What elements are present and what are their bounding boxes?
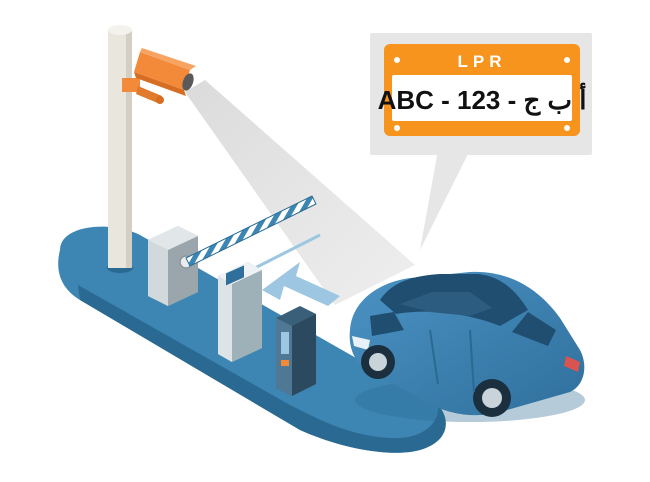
plate-screw	[394, 57, 400, 63]
camera-pole	[107, 25, 133, 273]
license-plate: LPR ABC - 123 - أ ب ج	[378, 44, 587, 136]
car-icon	[350, 272, 585, 422]
plate-screw	[564, 57, 570, 63]
ticket-kiosk	[218, 262, 262, 362]
surveillance-camera-icon	[122, 48, 196, 104]
plate-number: ABC - 123 - أ ب ج	[378, 82, 587, 116]
plate-header: LPR	[458, 52, 507, 71]
callout-tail	[420, 150, 470, 250]
plate-callout: LPR ABC - 123 - أ ب ج	[370, 33, 592, 250]
plate-screw	[564, 125, 570, 131]
plate-screw	[394, 125, 400, 131]
pay-station	[276, 306, 316, 396]
